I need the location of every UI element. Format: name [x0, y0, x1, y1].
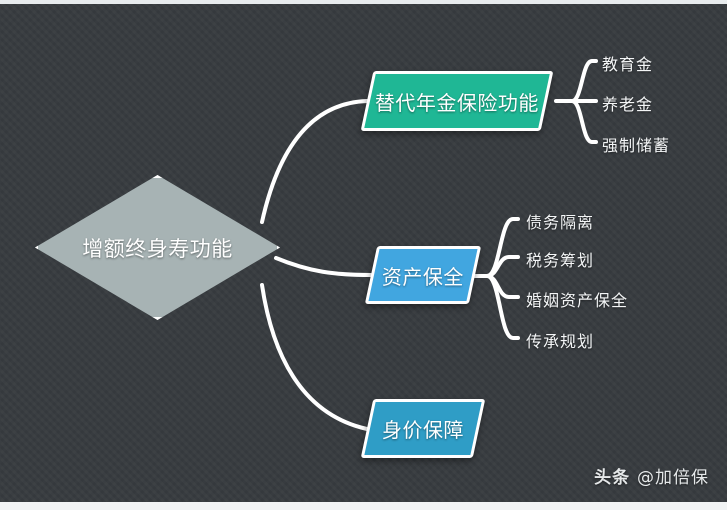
leaf-branch-2-child-1[interactable]: 债务隔离 — [526, 213, 595, 232]
leaf-branch-1-child-2[interactable]: 养老金 — [602, 95, 654, 114]
bottom-edge-strip — [0, 502, 727, 510]
branch-node-3-label: 身价保障 — [382, 418, 464, 442]
branch-node-1[interactable]: 替代年金保险功能 — [360, 71, 554, 131]
watermark-platform: 头条 — [594, 468, 631, 488]
leaf-branch-1-child-1[interactable]: 教育金 — [602, 55, 654, 74]
top-edge-strip — [0, 0, 727, 4]
branch-node-3[interactable]: 身价保障 — [360, 399, 486, 458]
branch-node-2[interactable]: 资产保全 — [364, 246, 482, 304]
leaf-branch-2-child-4[interactable]: 传承规划 — [526, 332, 595, 351]
branch-node-2-label: 资产保全 — [382, 264, 464, 289]
leaf-branch-1-child-3[interactable]: 强制储蓄 — [602, 136, 671, 155]
leaf-branch-2-child-2[interactable]: 税务筹划 — [526, 251, 595, 270]
leaf-branch-2-child-3[interactable]: 婚姻资产保全 — [526, 291, 629, 310]
watermark-handle: @加倍保 — [637, 468, 709, 488]
center-node-label: 增额终身寿功能 — [82, 236, 233, 261]
watermark: 头条 @加倍保 — [594, 463, 709, 488]
branch-node-1-label: 替代年金保险功能 — [375, 90, 539, 115]
